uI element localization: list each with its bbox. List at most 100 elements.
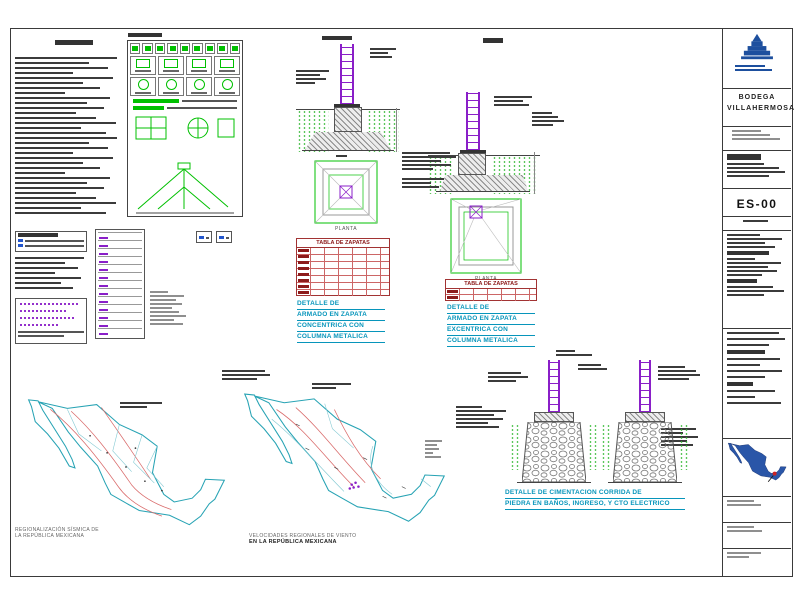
bolt-detail-cells	[128, 56, 242, 75]
map-location-mini	[727, 442, 787, 483]
map2-caption-line: EN LA REPÚBLICA MEXICANA	[249, 539, 337, 545]
stone-foundation-detail-1	[507, 360, 601, 486]
notes-text	[727, 286, 787, 296]
specifications-text-block	[15, 57, 121, 214]
detail2-title-line: EXCENTRICA CON	[447, 326, 535, 336]
anchor-detail-cell	[130, 77, 156, 96]
anchor-detail-cell	[186, 77, 212, 96]
tiny-text	[743, 220, 771, 222]
company-name-bar	[735, 65, 779, 71]
legend-glyph-box	[216, 231, 232, 243]
base-plate	[334, 104, 360, 107]
detail2-title-line: DETALLE DE	[447, 304, 535, 314]
weld-symbol-cell	[204, 43, 216, 54]
notes-small-block	[15, 257, 87, 289]
annotation-text	[456, 406, 512, 428]
steel-column	[340, 44, 354, 104]
bolt-detail-cell	[214, 56, 240, 75]
map2-caption: VELOCIDADES REGIONALES DE VIENTO EN LA R…	[249, 533, 379, 546]
plate-detail-row	[128, 99, 242, 103]
detail1-title-line: CONCENTRICA CON	[297, 322, 385, 332]
footing-bottom-line	[436, 191, 530, 192]
plate-detail-row	[128, 106, 242, 110]
pedestal-concrete	[334, 107, 362, 132]
stone-masonry-body	[522, 422, 586, 482]
map1-caption: REGIONALIZACIÓN SÍSMICA DE LA REPÚBLICA …	[15, 527, 125, 539]
titleblock-location-map-section	[723, 439, 791, 497]
titleblock-notes1-section	[723, 231, 791, 329]
dimension-line	[396, 108, 397, 152]
map1-caption-line: REGIONALIZACIÓN SÍSMICA DE	[15, 527, 99, 533]
steel-column	[466, 92, 480, 150]
titleblock-notes2-section	[723, 329, 791, 439]
detail1-title: DETALLE DE ARMADO EN ZAPATA CONCENTRICA …	[297, 300, 385, 344]
plan-caption: PLANTA	[334, 226, 358, 232]
titleblock-signature-row	[723, 523, 791, 549]
zapata-eccentric-plan	[450, 198, 522, 274]
rebar-column	[639, 360, 651, 412]
zapata-eccentric-elevation	[428, 92, 540, 196]
detail2-title: DETALLE DE ARMADO EN ZAPATA EXCENTRICA C…	[447, 304, 535, 348]
weld-symbol-cell	[130, 43, 141, 54]
titleblock-signature-row	[723, 497, 791, 523]
detail1-title-line: COLUMNA METALICA	[297, 333, 385, 343]
footing-bottom-line	[517, 482, 591, 483]
detail1-title-line: ARMADO EN ZAPATA	[297, 311, 385, 321]
pedestal-concrete	[458, 153, 486, 175]
weld-symbol-cell	[192, 43, 203, 54]
table-title: TABLA DE ZAPATAS	[446, 280, 536, 289]
soil-stipple	[679, 424, 690, 470]
notes-heading-bar	[727, 382, 753, 386]
annotation-text	[578, 364, 608, 370]
zapata-concentric-elevation	[296, 42, 400, 160]
rebar-column	[548, 360, 560, 412]
weld-symbol-cell	[229, 43, 240, 54]
footing-bottom-line	[608, 482, 682, 483]
titleblock-logo-section	[723, 29, 791, 89]
map-legend-text	[425, 440, 443, 458]
footing-bottom-line	[302, 150, 394, 151]
connection-sketch	[135, 116, 235, 140]
detail1-heading-bar	[322, 36, 352, 40]
footing-concrete	[305, 132, 391, 150]
table-title: TABLA DE ZAPATAS	[297, 239, 389, 248]
panel-title-bar	[128, 33, 162, 37]
notes-text	[727, 358, 787, 378]
weld-symbol-cell	[167, 43, 178, 54]
titleblock-project-section: BODEGA VILLAHERMOSA	[723, 89, 795, 127]
legend-box-anchors	[15, 231, 87, 252]
signature-text	[727, 552, 763, 558]
weld-symbol-cell	[154, 43, 166, 54]
base-plate	[460, 150, 486, 153]
notes-text	[727, 390, 787, 404]
weld-symbol-cell	[179, 43, 191, 54]
map1-caption-line: LA REPÚBLICA MEXICANA	[15, 533, 85, 539]
weld-symbol-cell	[217, 43, 228, 54]
map2-caption-line: VELOCIDADES REGIONALES DE VIENTO	[249, 533, 357, 539]
titleblock-tiny-section	[723, 217, 791, 231]
detail3-title: DETALLE DE CIMENTACION CORRIDA DE PIEDRA…	[505, 489, 685, 511]
annotation-text	[658, 366, 702, 380]
title-block: BODEGA VILLAHERMOSA ES-00	[722, 29, 795, 576]
stone-foundation-detail-2	[598, 360, 692, 486]
zapata-table-2: TABLA DE ZAPATAS	[445, 279, 537, 301]
bolt-detail-cell	[130, 56, 156, 75]
footing-concrete	[440, 175, 528, 191]
anchor-detail-cells	[128, 77, 242, 96]
annotation-text	[494, 96, 536, 106]
annotation-text	[402, 178, 448, 188]
map-seismic-regionalization	[28, 399, 225, 526]
project-name-line: VILLAHERMOSA	[727, 105, 795, 112]
titleblock-description-section	[723, 151, 791, 189]
detail2-title-line: ARMADO EN ZAPATA	[447, 315, 535, 325]
concrete-cap	[625, 412, 665, 422]
zapata-table-1: TABLA DE ZAPATAS	[296, 238, 390, 296]
bolt-detail-cell	[186, 56, 212, 75]
notes-text	[727, 234, 787, 248]
weld-symbol-cells	[128, 43, 242, 54]
map-note-text	[222, 370, 272, 380]
sheet-border	[10, 28, 793, 577]
zapata-concentric-plan	[314, 160, 378, 224]
subtitle-text	[732, 130, 782, 140]
